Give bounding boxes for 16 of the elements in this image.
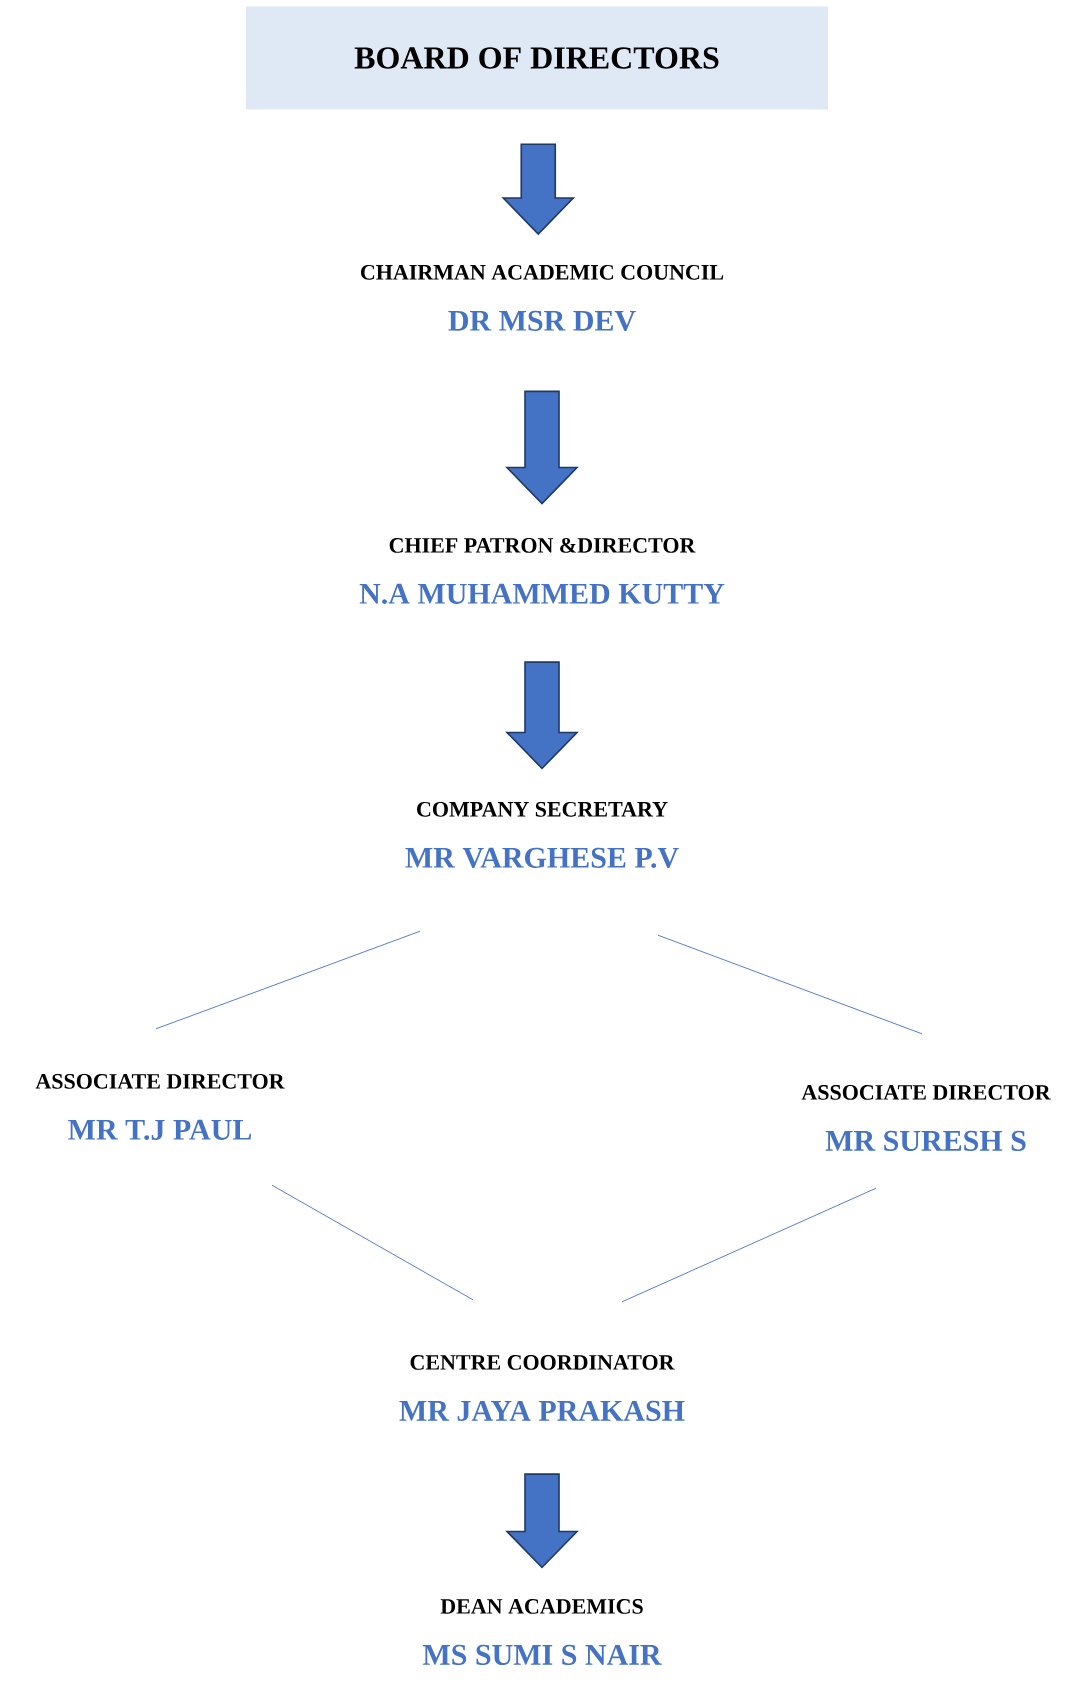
position-label: CENTRE COORDINATOR MR JAYA PRAKASH xyxy=(399,1355,685,1421)
connector-line xyxy=(271,1184,474,1301)
connector-line xyxy=(155,930,421,1030)
position-label: CHIEF PATRON &DIRECTOR N.A MUHAMMED KUTTY xyxy=(359,537,725,605)
position-label: ASSOCIATE DIRECTOR MR T.J PAUL xyxy=(35,1074,285,1140)
connector-line xyxy=(621,1187,877,1303)
block-arrow xyxy=(505,661,579,770)
block-arrow xyxy=(505,390,579,505)
connector-line xyxy=(657,934,923,1035)
block-arrow xyxy=(501,143,576,236)
position-label: COMPANY SECRETARY MR VARGHESE P.V xyxy=(405,801,679,869)
block-arrow xyxy=(505,1473,579,1569)
position-label: CHAIRMAN ACADEMIC COUNCIL DR MSR DEV xyxy=(361,264,724,332)
position-label: ASSOCIATE DIRECTOR MR SURESH S xyxy=(801,1085,1051,1151)
position-label: DEAN ACADEMICS MS SUMI S NAIR xyxy=(422,1599,662,1665)
title-box: BOARD OF DIRECTORS xyxy=(246,6,828,110)
